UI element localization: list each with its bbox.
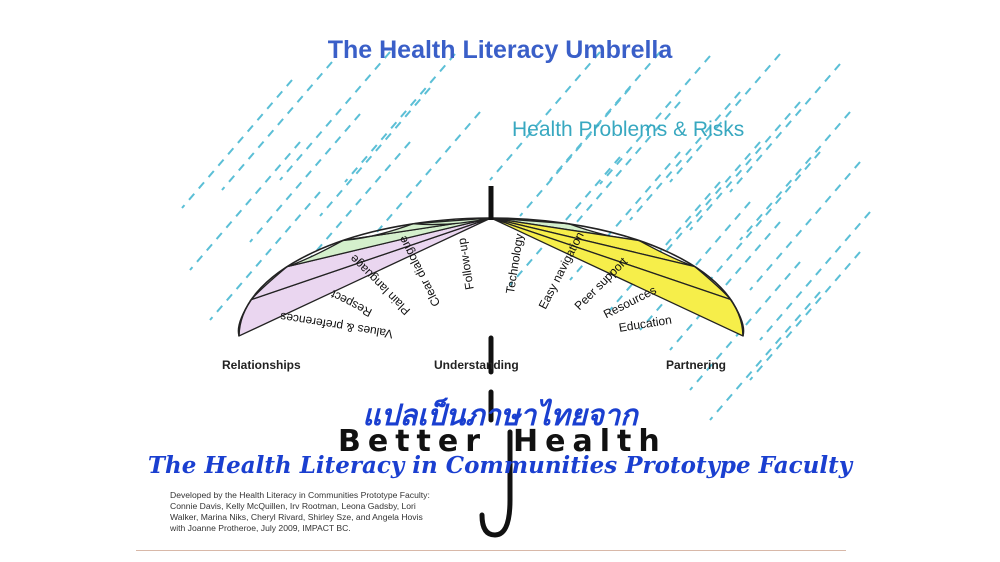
umbrella-shaft (479, 186, 513, 538)
rain-line (181, 79, 293, 209)
rain-line (549, 51, 661, 181)
rain-line (689, 101, 801, 231)
rain-line (749, 251, 861, 381)
section-label-understanding: Understanding (434, 358, 519, 372)
rain-line (221, 61, 333, 191)
rain-line (319, 87, 431, 217)
umbrella-handle (479, 335, 513, 538)
credits-line: Walker, Marina Niks, Cheryl Rivard, Shir… (170, 512, 423, 522)
rain-line (669, 53, 781, 183)
section-label-relationships: Relationships (222, 358, 301, 372)
rain-line (669, 221, 781, 351)
rain-line (639, 201, 751, 331)
rain-line (729, 63, 841, 193)
canopy-panel-label: Values & preferences (279, 310, 394, 342)
rain-line (189, 141, 301, 271)
rain-line (599, 55, 711, 185)
diagram-title: The Health Literacy Umbrella (327, 36, 673, 64)
better-word: Better (338, 424, 488, 459)
rain-line (509, 156, 621, 286)
canopy-panel-label: Respect (328, 287, 374, 320)
rain-line (209, 191, 321, 321)
canopy-panel-label: Education (618, 313, 673, 335)
rain-line (689, 261, 801, 391)
rain-line (709, 291, 821, 421)
rain-line (649, 141, 761, 271)
prototype-faculty-caption: The Health Literacy in Communities Proto… (147, 452, 853, 479)
rain-line (759, 211, 871, 341)
health-problems-label: Health Problems & Risks (512, 118, 745, 141)
canopy-panel-label: Follow-up (455, 237, 477, 291)
canopy-panel-label: Technology (503, 233, 526, 295)
rain-line (299, 141, 411, 271)
rain-line (489, 51, 601, 181)
footer-divider (136, 550, 846, 551)
rain-line (739, 111, 851, 241)
rain-line (249, 113, 361, 243)
rain-line (279, 51, 391, 181)
rain-line (369, 111, 481, 241)
section-label-partnering: Partnering (666, 358, 727, 372)
rain-line (344, 53, 456, 183)
rain-line (629, 91, 741, 221)
credits-line: Developed by the Health Literacy in Comm… (170, 490, 430, 500)
credits-line: Connie Davis, Kelly McQuillen, Irv Rootm… (170, 501, 416, 511)
rain-line (609, 181, 721, 311)
rain-line (519, 87, 631, 217)
thai-caption: แปลเป็นภาษาไทยจาก (362, 398, 638, 432)
umbrella-canopy (237, 217, 745, 337)
credits-line: with Joanne Protheroe, July 2009, IMPACT… (170, 523, 351, 533)
rain-line (749, 161, 861, 291)
rain-line (709, 151, 821, 281)
credits-block: Developed by the Health Literacy in Comm… (170, 490, 500, 534)
rain-line (569, 101, 681, 231)
health-word: Health (513, 424, 667, 459)
